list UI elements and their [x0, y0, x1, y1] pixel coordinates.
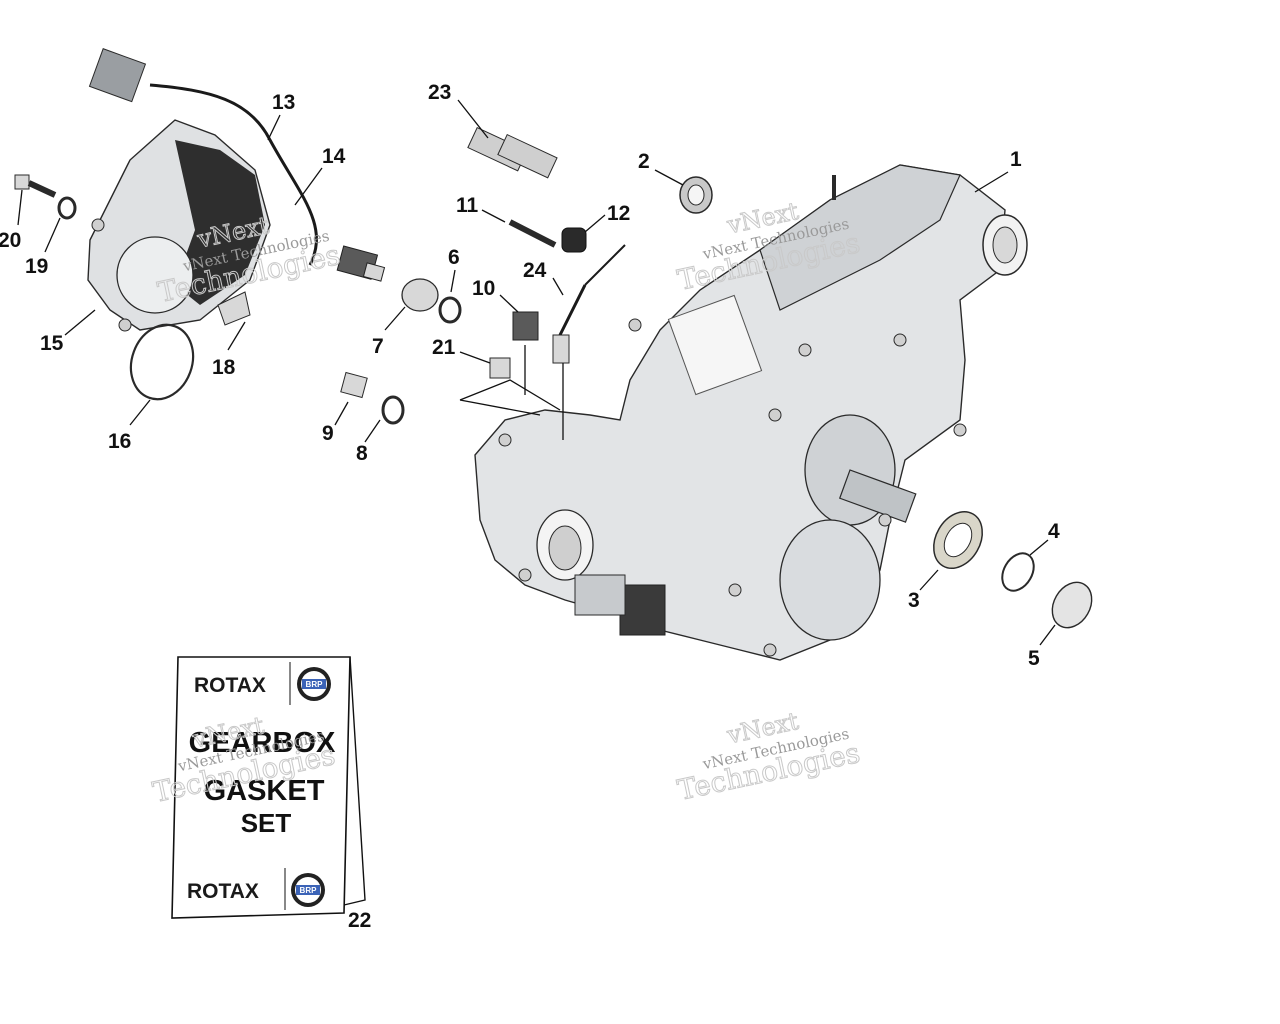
brp-badge-text-bottom: BRP — [300, 886, 318, 895]
callout-11: 11 — [456, 194, 479, 217]
gasket-set-line3: SET — [241, 808, 292, 838]
callout-1: 1 — [1010, 148, 1022, 171]
actuator-cover — [87, 119, 271, 332]
rotax-logo-top: ROTAX — [194, 674, 266, 697]
callout-19: 19 — [25, 255, 48, 278]
callout-labels: 1 2 3 4 5 6 7 8 9 10 11 12 13 14 15 16 1… — [0, 81, 1060, 932]
gasket-set-line1: GEARBOX — [189, 727, 336, 759]
callout-2: 2 — [638, 150, 650, 173]
callout-10: 10 — [472, 277, 495, 300]
gearbox-housing — [474, 164, 1028, 661]
rotax-logo-bottom: ROTAX — [187, 880, 259, 903]
callout-9: 9 — [322, 422, 334, 445]
brp-badge-bottom: BRP — [291, 873, 325, 907]
sensor — [336, 245, 386, 282]
brp-badge-text-top: BRP — [306, 680, 324, 689]
callout-18: 18 — [212, 356, 236, 379]
brp-badge-top: BRP — [297, 667, 331, 701]
callout-5: 5 — [1028, 647, 1040, 670]
wiring-harness — [88, 48, 318, 266]
callout-15: 15 — [40, 332, 64, 355]
callout-20: 20 — [0, 229, 21, 252]
callout-3: 3 — [908, 589, 920, 612]
callout-13: 13 — [272, 91, 295, 114]
callout-24: 24 — [523, 259, 547, 282]
callout-22: 22 — [348, 909, 371, 932]
callout-6: 6 — [448, 246, 460, 269]
callout-8: 8 — [356, 442, 368, 465]
callout-21: 21 — [432, 336, 456, 359]
callout-4: 4 — [1048, 520, 1060, 543]
callout-12: 12 — [607, 202, 630, 225]
gasket-set-line2: GASKET — [204, 775, 325, 807]
small-parts — [14, 126, 1093, 629]
gasket-set-package: ROTAX BRP GEARBOX GASKET SET ROTAX BRP — [171, 656, 366, 919]
callout-23: 23 — [428, 81, 451, 104]
leader-lines — [17, 99, 1056, 646]
callout-14: 14 — [322, 145, 346, 168]
callout-16: 16 — [108, 430, 131, 453]
callout-7: 7 — [372, 335, 384, 358]
